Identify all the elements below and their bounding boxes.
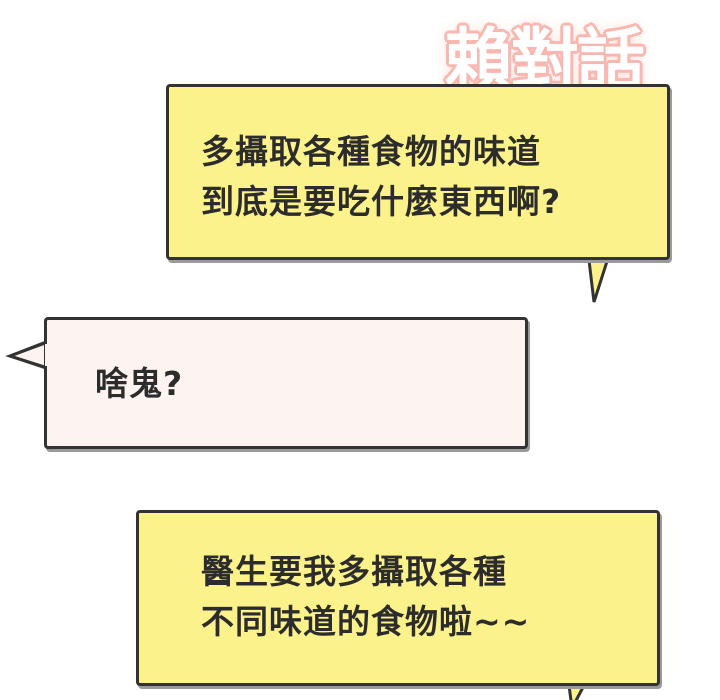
speech-bubble-2: 啥鬼? [44, 317, 528, 449]
speech-bubble-3-line-2: 不同味道的食物啦~~ [201, 602, 531, 641]
speech-bubble-2-text: 啥鬼? [95, 364, 183, 404]
speech-bubble-2-tail-overlay [5, 340, 51, 370]
speech-bubble-1-text: 多攝取各種食物的味道 到底是要吃什麼東西啊? [201, 127, 561, 227]
speech-bubble-3: 醫生要我多攝取各種 不同味道的食物啦~~ [136, 510, 660, 686]
speech-bubble-1-tail [586, 250, 613, 303]
speech-bubble-3-text: 醫生要我多攝取各種 不同味道的食物啦~~ [201, 547, 530, 647]
speech-bubble-1-line-2: 到底是要吃什麼東西啊? [201, 182, 562, 221]
speech-bubble-2-line-1: 啥鬼? [95, 364, 184, 403]
speech-bubble-1: 多攝取各種食物的味道 到底是要吃什麼東西啊? [166, 84, 670, 260]
speech-bubble-3-line-1: 醫生要我多攝取各種 [201, 552, 507, 591]
speech-bubble-1-line-1: 多攝取各種食物的味道 [201, 132, 541, 171]
